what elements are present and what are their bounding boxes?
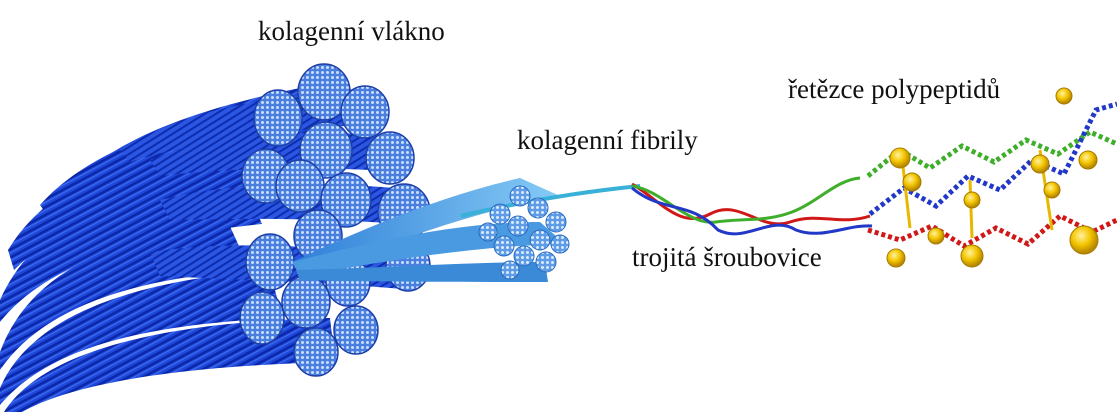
triple-helix — [632, 178, 872, 234]
label-polypeptide-chains: řetězce polypeptidů — [788, 76, 1000, 103]
label-collagen-fibrils: kolagenní fibrily — [517, 127, 698, 154]
label-collagen-fiber: kolagenní vlákno — [258, 18, 445, 45]
polypeptide-chains — [868, 104, 1117, 246]
label-triple-helix: trojitá šroubovice — [632, 244, 822, 271]
yellow-nodes — [887, 88, 1098, 267]
